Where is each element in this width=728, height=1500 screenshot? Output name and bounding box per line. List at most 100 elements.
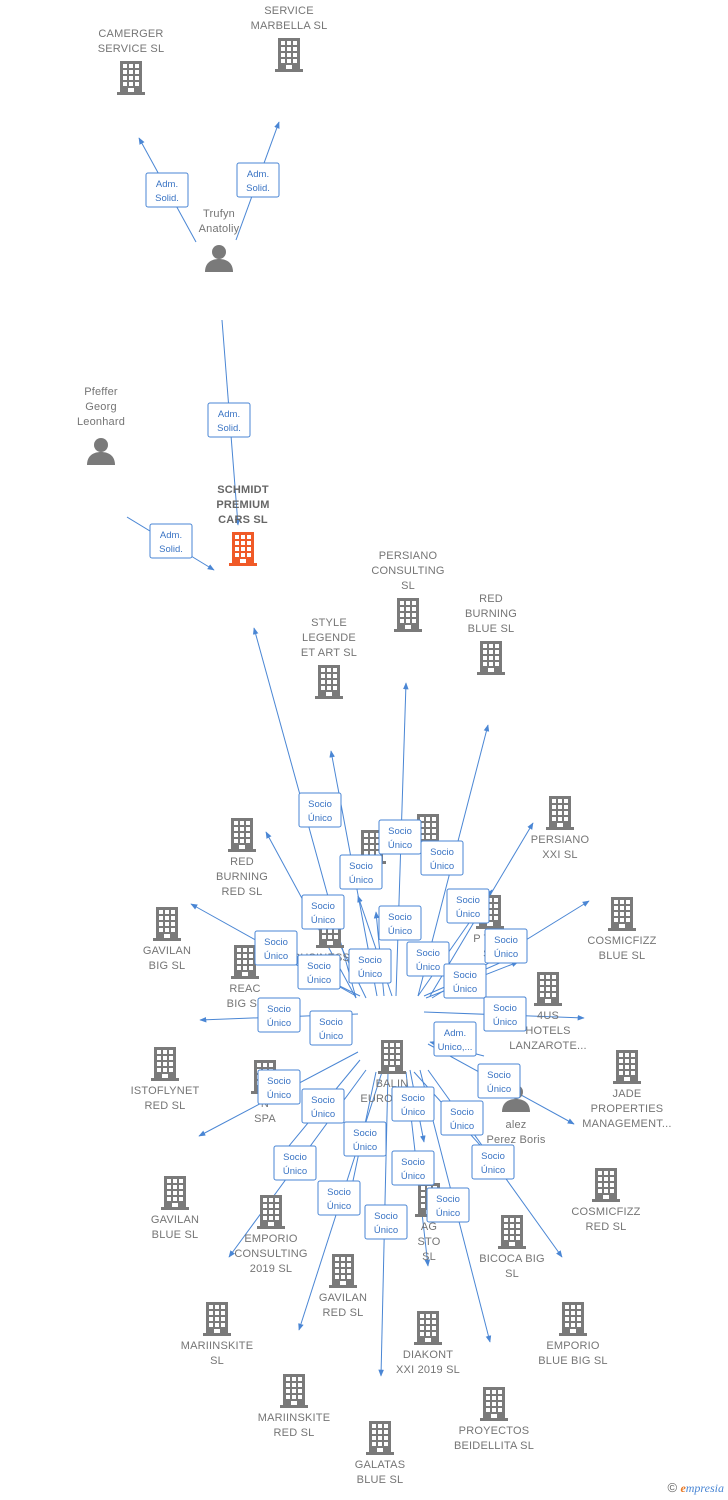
building-icon — [228, 818, 256, 852]
relation-label-text: Socio — [311, 901, 335, 912]
node-label-line: SCHMIDT — [217, 484, 269, 496]
building-icon — [592, 1168, 620, 1202]
relation-label-r_trufyn_oligan[interactable]: Adm.Solid. — [236, 162, 280, 198]
relation-label-text: Único — [349, 875, 373, 886]
node-hotels[interactable]: 4USHOTELSLANZAROTE... — [509, 972, 587, 1052]
relation-label-text: Único — [430, 861, 454, 872]
relation-label-text: Solid. — [155, 193, 179, 204]
node-label-line: RED SL — [323, 1307, 364, 1319]
relation-label-text: Único — [436, 1208, 460, 1219]
building-icon — [203, 1302, 231, 1336]
node-label-line: RED — [230, 856, 254, 868]
relation-label-r_trufyn_schmidt[interactable]: Adm.Solid. — [207, 402, 251, 438]
node-oligan[interactable]: OLIGANSERVICEMARBELLA SL — [251, 0, 328, 72]
node-jade[interactable]: JADEPROPERTIESMANAGEMENT... — [582, 1050, 671, 1130]
node-label-line: RED — [479, 593, 503, 605]
node-label-line: SPA — [254, 1113, 276, 1125]
node-label-line: ISTOFLYNET — [131, 1085, 200, 1097]
node-label-line: SL — [422, 1251, 436, 1263]
node-label-line: Leonhard — [77, 416, 125, 428]
relation-label-text: Único — [416, 962, 440, 973]
relation-label-text: Socio — [374, 1211, 398, 1222]
node-label-line: BIG SL — [227, 998, 264, 1010]
node-label-line: Perez Boris — [486, 1134, 545, 1146]
node-label-line: MARIINSKITE — [181, 1340, 254, 1352]
relation-label-text: Socio — [267, 1076, 291, 1087]
node-label-line: CARS SL — [218, 514, 268, 526]
relation-label-text: Único — [353, 1142, 377, 1153]
relation-label-text: Único — [267, 1018, 291, 1029]
relation-label-text: Unico,... — [438, 1042, 473, 1053]
relation-label-text: Adm. — [247, 169, 269, 180]
building-icon — [257, 1195, 285, 1229]
building-icon — [546, 796, 574, 830]
building-icon — [280, 1374, 308, 1408]
relation-label-text: Socio — [430, 847, 454, 858]
relation-label-r_pfeffer_schmidt[interactable]: Adm.Solid. — [149, 523, 193, 559]
relation-label-r_balin_gonzalez[interactable]: Adm.Unico,... — [433, 1021, 477, 1057]
building-icon — [315, 665, 343, 699]
relation-label-r_trufyn_camerger[interactable]: Adm.Solid. — [145, 172, 189, 208]
node-label-line: LEGENDE — [302, 632, 356, 644]
relation-label-text: Socio — [450, 1107, 474, 1118]
building-icon — [153, 907, 181, 941]
relation-label-text: Único — [401, 1107, 425, 1118]
relation-label-text: Socio — [349, 861, 373, 872]
